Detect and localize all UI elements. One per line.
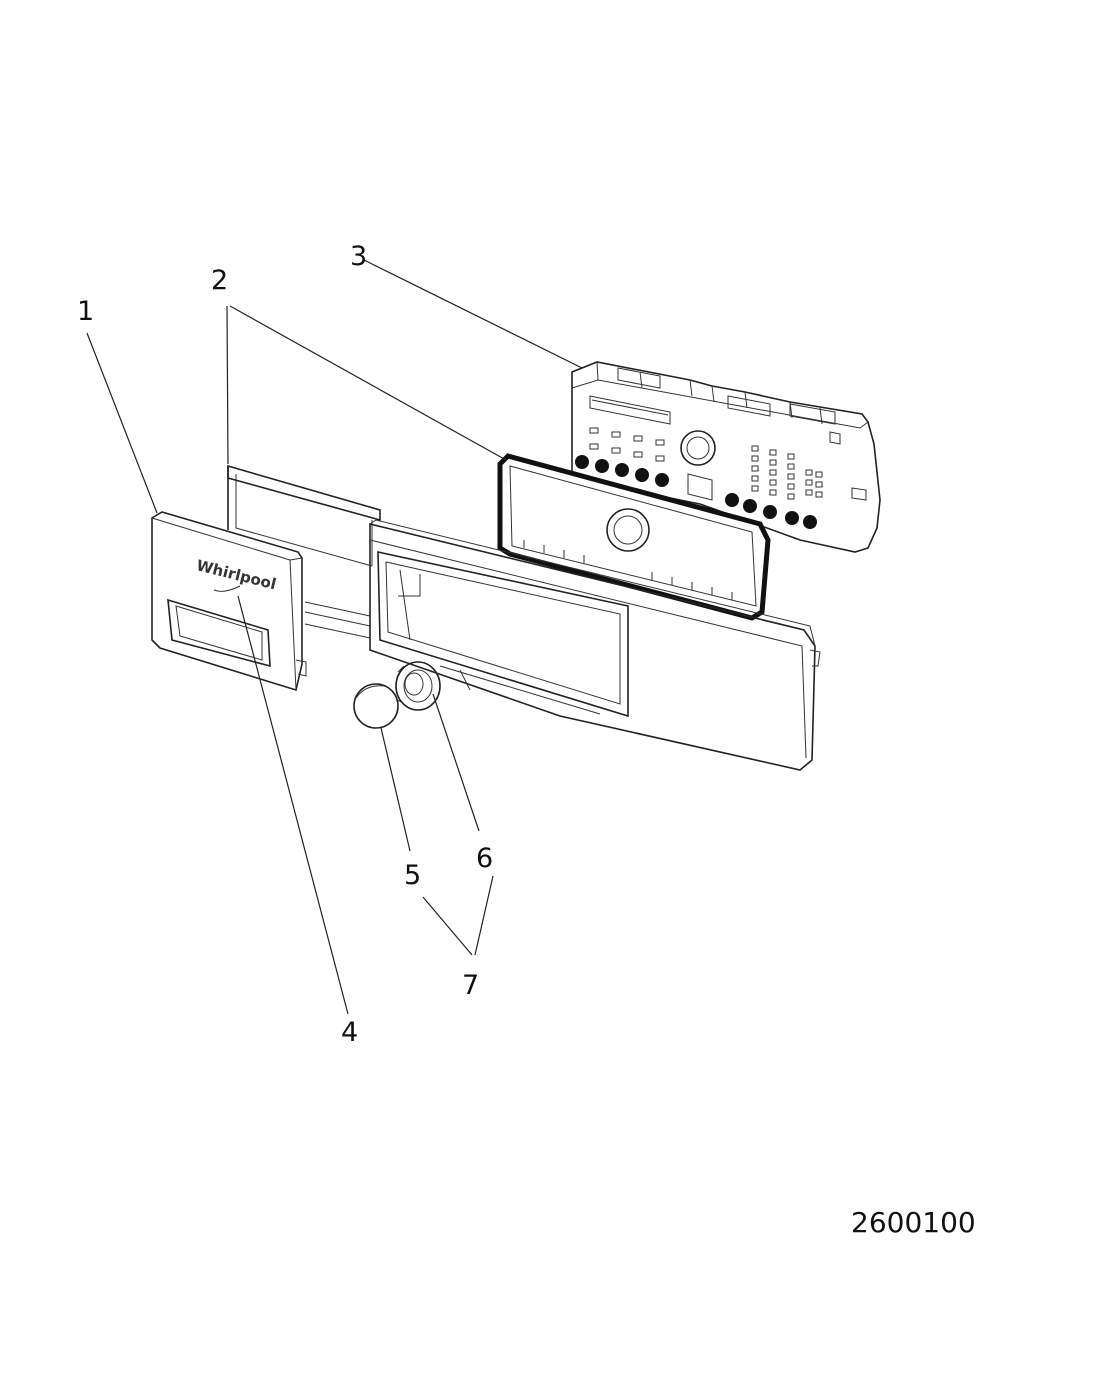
- part-2-display-window: [497, 453, 771, 621]
- part-3-control-board: [571, 361, 881, 553]
- callout-5: 5: [404, 860, 421, 891]
- callout-6: 6: [476, 843, 493, 874]
- callout-labels: 1 2 3 4 5 6 7: [77, 241, 493, 1048]
- callout-7: 7: [462, 970, 479, 1001]
- callout-1: 1: [77, 296, 94, 327]
- callout-4: 4: [341, 1017, 358, 1048]
- part-5-knob-cap: [353, 683, 399, 729]
- callout-3: 3: [350, 241, 367, 272]
- callout-2: 2: [211, 265, 228, 296]
- leader-lines: [86, 259, 583, 1015]
- drawing-number: 2600100: [851, 1206, 976, 1239]
- console-panel-fascia: [227, 464, 821, 771]
- part-1-drawer-front: Whirlpool: [151, 511, 307, 692]
- part-6-knob-ring: [395, 661, 441, 711]
